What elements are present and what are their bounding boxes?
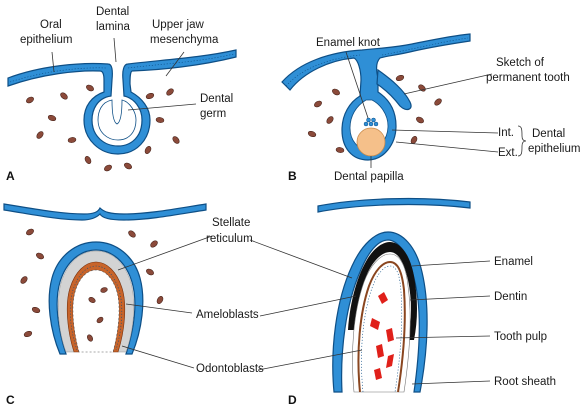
panel-letter-d: D bbox=[288, 393, 297, 407]
papilla-c bbox=[72, 269, 120, 353]
brace-dental-epithelium bbox=[517, 125, 527, 157]
leader-dental-lamina bbox=[113, 37, 117, 63]
label-enamel-knot: Enamel knot bbox=[316, 37, 381, 49]
leader-enamel-knot bbox=[345, 51, 369, 119]
panel-c: Stellate reticulum Ameloblasts Odontobla… bbox=[3, 203, 264, 407]
bell-outer-epithelium-c bbox=[48, 241, 144, 355]
label-sketch-2: permanent tooth bbox=[486, 72, 570, 84]
leader-enamel bbox=[411, 260, 491, 267]
leader-ameloblasts-d bbox=[259, 295, 357, 317]
leader-mesenchyma bbox=[165, 51, 185, 77]
label-mesenchyma: mesenchyma bbox=[150, 34, 219, 46]
leader-dentin bbox=[409, 295, 491, 301]
enamel-layer-d bbox=[348, 242, 417, 340]
odontoblast-cells-d bbox=[361, 265, 403, 393]
mesenchyme-cells-a bbox=[26, 84, 180, 172]
label-oral: Oral bbox=[40, 19, 62, 31]
leader-sketch bbox=[403, 73, 493, 95]
leader-stellate-d bbox=[249, 239, 353, 279]
dental-papilla bbox=[356, 127, 386, 157]
epithelium-cellrow-b bbox=[285, 37, 469, 87]
leader-oral-epithelium bbox=[51, 51, 55, 73]
panel-letter-a: A bbox=[6, 169, 15, 183]
panel-d: Enamel Dentin Tooth pulp Root sheath D bbox=[249, 197, 556, 407]
leader-ext bbox=[395, 141, 499, 153]
oral-epithelium-d bbox=[317, 197, 471, 213]
label-dental-germ-1: Dental bbox=[200, 93, 233, 105]
label-root-sheath: Root sheath bbox=[494, 376, 556, 388]
leader-root-sheath bbox=[411, 380, 491, 385]
label-int: Int. bbox=[498, 127, 514, 139]
label-tooth-pulp: Tooth pulp bbox=[494, 331, 547, 343]
odontoblast-layer-d bbox=[357, 260, 406, 393]
label-epithelium: epithelium bbox=[20, 34, 72, 46]
label-odontoblasts: Odontoblasts bbox=[196, 363, 264, 375]
panel-letter-b: B bbox=[288, 169, 297, 183]
leader-stellate bbox=[117, 235, 213, 271]
permanent-tooth-sketch bbox=[376, 68, 412, 111]
label-upper-jaw: Upper jaw bbox=[152, 19, 204, 31]
panel-letter-c: C bbox=[6, 393, 15, 407]
label-dental-epithelium-2: epithelium bbox=[528, 143, 580, 155]
pulp-vessels-d bbox=[370, 292, 394, 380]
mesenchyme-cells-c bbox=[20, 228, 164, 342]
panel-b: Enamel knot Sketch of permanent tooth In… bbox=[281, 33, 580, 183]
leader-odontoblasts bbox=[121, 345, 195, 369]
leader-int bbox=[391, 129, 499, 134]
ameloblast-cells-c bbox=[69, 265, 123, 351]
dentin-layer-d bbox=[352, 253, 411, 393]
leader-odontoblasts-d bbox=[257, 349, 363, 371]
label-ameloblasts: Ameloblasts bbox=[196, 309, 259, 321]
leader-ameloblasts bbox=[125, 303, 193, 314]
label-dentin: Dentin bbox=[494, 291, 527, 303]
label-dental-epithelium-1: Dental bbox=[532, 128, 565, 140]
enamel-knot bbox=[363, 117, 379, 127]
label-reticulum: reticulum bbox=[206, 233, 253, 245]
label-stellate: Stellate bbox=[212, 217, 250, 229]
label-dental-lamina-1: Dental bbox=[96, 6, 129, 18]
label-sketch-1: Sketch of bbox=[496, 57, 545, 69]
oral-epithelium-a bbox=[7, 49, 237, 155]
bell-outer-epithelium-d bbox=[332, 231, 428, 393]
panel-a: Oral epithelium Dental lamina Upper jaw … bbox=[6, 6, 237, 183]
oral-epithelium-c bbox=[3, 203, 207, 221]
label-enamel: Enamel bbox=[494, 256, 533, 268]
mesenchyme-cells-b bbox=[307, 74, 442, 153]
label-ext: Ext. bbox=[498, 147, 518, 159]
leader-dental-germ bbox=[127, 103, 197, 111]
leader-tooth-pulp bbox=[395, 335, 491, 339]
dental-germ-lumen bbox=[97, 99, 137, 141]
label-dental-lamina-2: lamina bbox=[96, 21, 130, 33]
label-dental-germ-2: germ bbox=[200, 108, 226, 120]
label-dental-papilla: Dental papilla bbox=[334, 171, 404, 183]
